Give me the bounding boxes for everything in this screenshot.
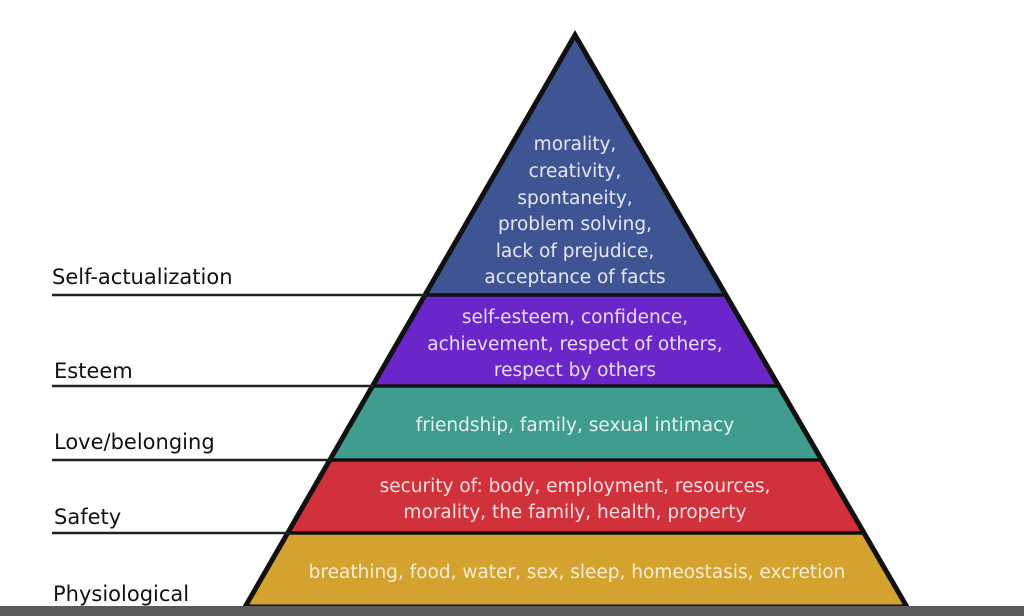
label-physiological: Physiological [53, 582, 189, 606]
text-line: acceptance of facts [484, 267, 665, 288]
text-line: lack of prejudice, [496, 241, 654, 262]
band-dividers [288, 293, 863, 535]
label-esteem: Esteem [54, 359, 133, 383]
band-safety [288, 460, 863, 533]
text-line: friendship, family, sexual intimacy [416, 415, 734, 436]
label-safety: Safety [54, 505, 121, 529]
band-self-actualization [425, 35, 726, 295]
text-line: achievement, respect of others, [427, 334, 722, 355]
text-line: security of: body, employment, resources… [380, 476, 771, 497]
text-line: breathing, food, water, sex, sleep, home… [309, 562, 846, 583]
label-leader-lines [52, 293, 426, 535]
text-line: self-esteem, confidence, [462, 307, 688, 328]
text-line: respect by others [494, 360, 656, 381]
band-love-belonging [330, 386, 821, 460]
self-actualization-text: morality, creativity, spontaneity, probl… [484, 134, 665, 288]
physiological-text: breathing, food, water, sex, sleep, home… [309, 562, 846, 583]
text-line: morality, [534, 134, 617, 155]
text-line: problem solving, [498, 214, 652, 235]
band-physiological [245, 533, 907, 607]
video-bottom-bar [0, 606, 1024, 616]
band-esteem [372, 295, 778, 386]
text-line: morality, the family, health, property [403, 502, 746, 523]
text-line: spontaneity, [517, 188, 632, 209]
label-love-belonging: Love/belonging [54, 430, 215, 454]
label-self-actualization: Self-actualization [52, 265, 233, 289]
love-belonging-text: friendship, family, sexual intimacy [416, 415, 734, 436]
safety-text: security of: body, employment, resources… [380, 476, 771, 523]
text-line: creativity, [529, 161, 622, 182]
esteem-text: self-esteem, confidence, achievement, re… [427, 307, 722, 381]
